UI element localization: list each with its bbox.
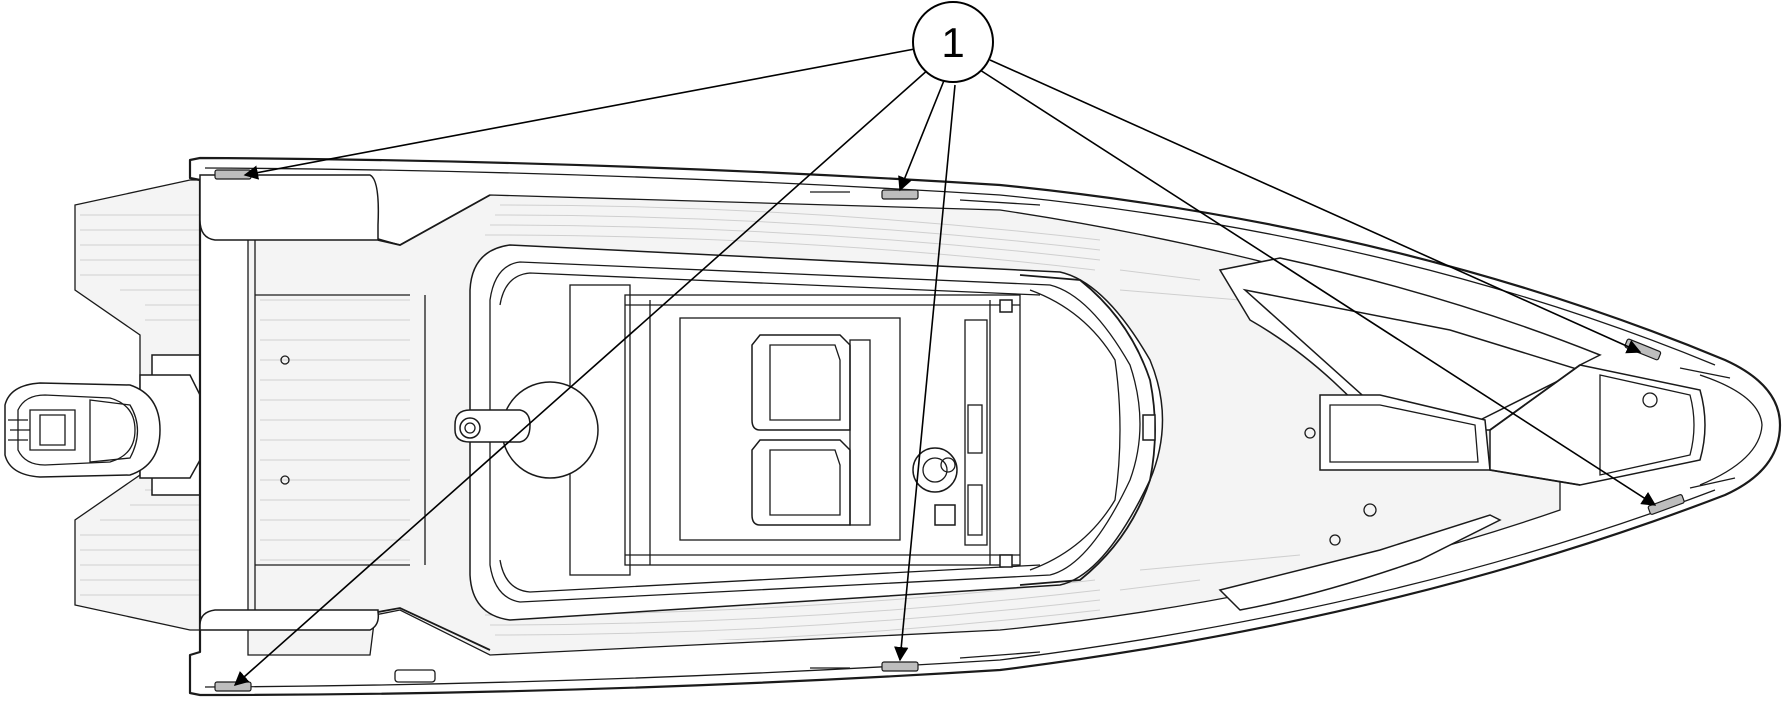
- steering-station: [454, 381, 599, 479]
- midship-cleat-starboard: [881, 661, 919, 672]
- leader-line-midship-starboard: [894, 84, 956, 662]
- leader-line-bow-starboard: [979, 69, 1657, 506]
- bow-cleat-starboard: [1647, 494, 1685, 515]
- bow-area: [1218, 257, 1706, 611]
- deck-fittings: [280, 191, 1736, 683]
- helm-dashboard: [912, 319, 988, 546]
- leader-line-bow-port: [989, 59, 1642, 354]
- leader-line-stern-starboard: [233, 67, 931, 686]
- midship-cleat-port: [881, 189, 919, 200]
- leader-line-stern-port: [243, 47, 921, 180]
- callout-number: 1: [941, 19, 964, 66]
- helm-seats: [751, 334, 871, 526]
- outboard-engine: [4, 354, 226, 496]
- callout-1: 1: [233, 1, 1657, 686]
- deck-teak: [260, 204, 1301, 640]
- leader-line-midship-port: [898, 77, 946, 192]
- center-console: [469, 244, 1164, 621]
- stern-cleat-starboard: [214, 681, 252, 692]
- callout-circle: [912, 1, 994, 83]
